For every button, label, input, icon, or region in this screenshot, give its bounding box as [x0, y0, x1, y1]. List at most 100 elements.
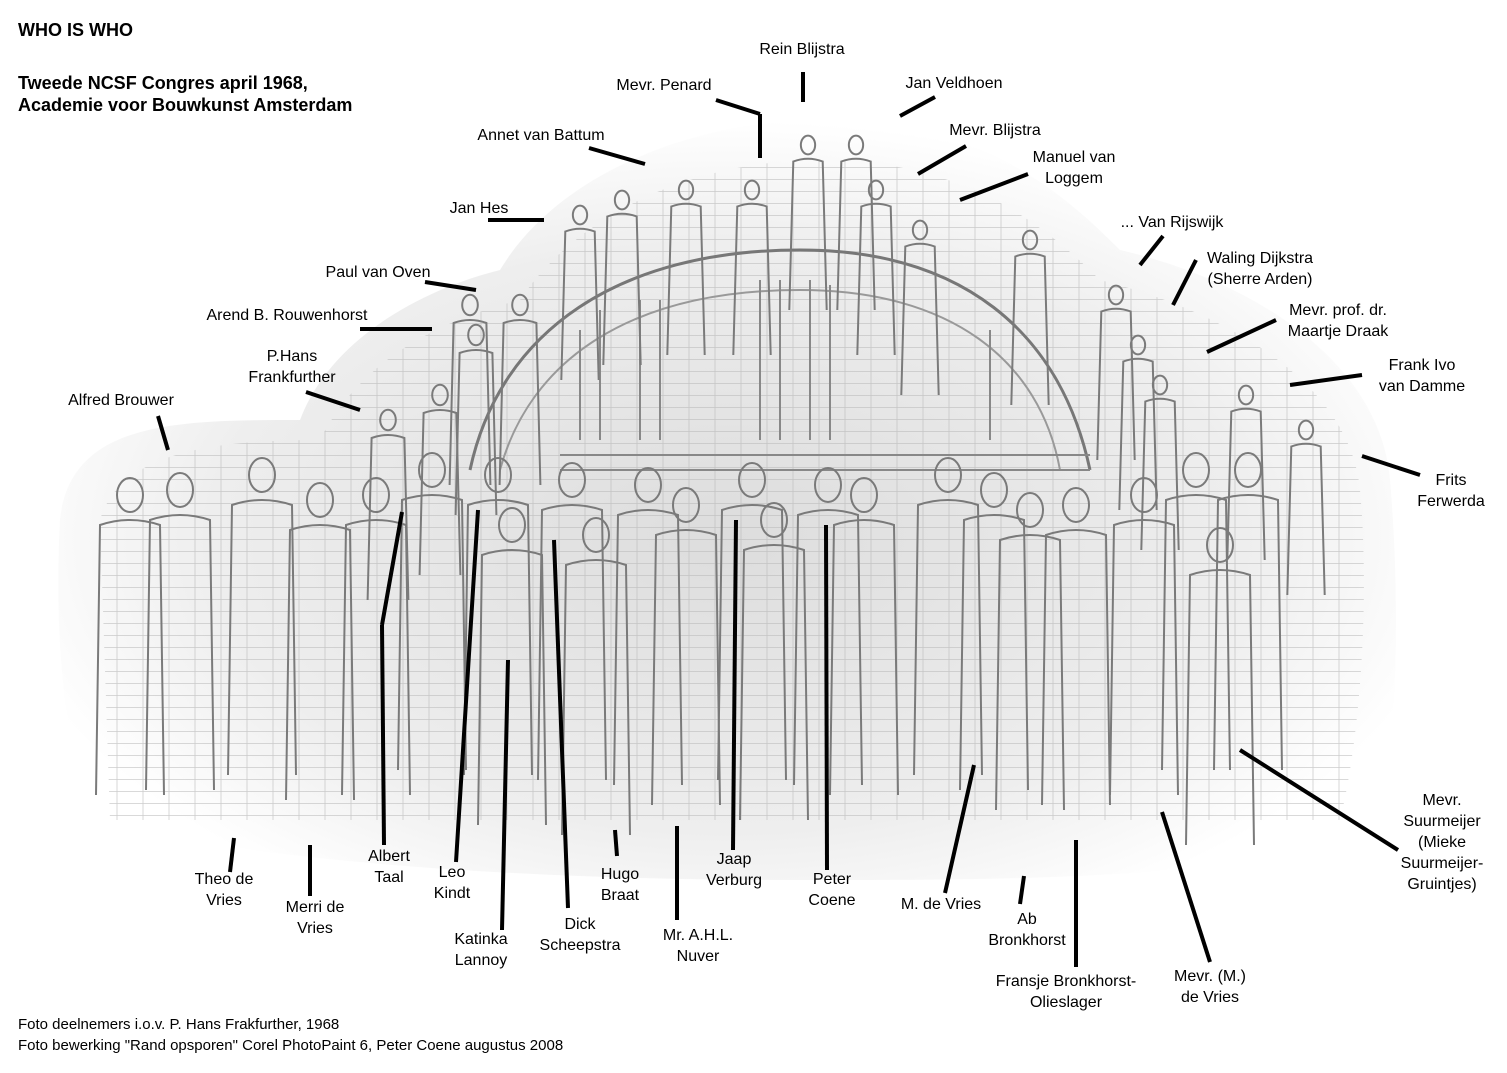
- subtitle-line: Tweede NCSF Congres april 1968,: [18, 73, 308, 93]
- building-arch: [468, 248, 1092, 471]
- label-katinka-lannoy: Katinka Lannoy: [454, 929, 507, 971]
- person-sketch: [448, 293, 492, 486]
- label-line: Coene: [808, 892, 856, 909]
- person-sketch: [366, 408, 410, 601]
- person-sketch: [788, 134, 828, 311]
- leader-line: [613, 829, 619, 857]
- label-ab-bronkhorst: Ab Bronkhorst: [988, 909, 1065, 951]
- person-sketch: [1226, 384, 1266, 561]
- leader-line: [916, 144, 968, 176]
- label-line: Frits: [1435, 472, 1467, 489]
- label-line: Braat: [600, 887, 640, 904]
- leader-line: [1160, 811, 1212, 963]
- label-maartje-draak: Mevr. prof. dr. Maartje Draak: [1288, 300, 1388, 342]
- label-mevr-blijstra: Mevr. Blijstra: [949, 120, 1041, 141]
- label-manuel-van-loggem: Manuel van Loggem: [1033, 147, 1116, 189]
- label-line: Mevr.: [1422, 792, 1462, 809]
- leader-line: [959, 172, 1029, 202]
- label-line: Scheepstra: [539, 937, 621, 954]
- label-van-rijswijk: ... Van Rijswijk: [1121, 212, 1224, 233]
- label-line: ... Van Rijswijk: [1120, 214, 1224, 231]
- label-ahl-nuver: Mr. A.H.L. Nuver: [663, 925, 733, 967]
- label-line: Mevr. Penard: [616, 77, 712, 94]
- label-line: Verburg: [705, 872, 763, 889]
- leader-line: [552, 539, 570, 909]
- label-mevr-m-de-vries: Mevr. (M.) de Vries: [1174, 966, 1246, 1008]
- label-line: Maartje Draak: [1287, 323, 1389, 340]
- leader-line: [824, 524, 829, 871]
- label-hugo-braat: Hugo Braat: [601, 864, 639, 906]
- leader-line: [715, 98, 761, 116]
- label-line: Hugo: [600, 866, 640, 883]
- person-sketch: [560, 204, 600, 381]
- label-line: Lannoy: [454, 952, 508, 969]
- label-line: Vries: [297, 920, 333, 937]
- person-sketch: [856, 179, 896, 356]
- label-waling-dijkstra: Waling Dijkstra (Sherre Arden): [1207, 248, 1313, 290]
- label-line: Leo: [438, 864, 466, 881]
- label-line: Frank Ivo: [1388, 357, 1456, 374]
- label-jan-veldhoen: Jan Veldhoen: [906, 73, 1003, 94]
- person-sketch: [793, 467, 863, 786]
- leader-line: [1289, 373, 1363, 387]
- person-sketch: [602, 189, 642, 366]
- leader-line: [1138, 234, 1165, 267]
- label-paul-van-oven: Paul van Oven: [326, 262, 431, 283]
- label-line: Katinka: [454, 931, 508, 948]
- person-sketch: [836, 134, 876, 311]
- leader-line: [454, 509, 480, 863]
- page-subtitle: Tweede NCSF Congres april 1968, Academie…: [18, 72, 352, 116]
- label-line: (Mieke: [1417, 834, 1466, 851]
- person-sketch: [397, 452, 467, 771]
- person-sketch: [1140, 374, 1180, 551]
- subtitle-line: Academie voor Bouwkunst Amsterdam: [18, 95, 353, 115]
- photo-credits: Foto deelnemers i.o.v. P. Hans Frakfurth…: [18, 1014, 563, 1056]
- person-sketch: [1010, 229, 1050, 406]
- label-leo-kindt: Leo Kindt: [434, 862, 470, 904]
- label-mevr-penard: Mevr. Penard: [616, 75, 711, 96]
- person-sketch: [717, 462, 787, 781]
- label-line: Taal: [374, 869, 404, 886]
- label-albert-taal: Albert Taal: [368, 846, 410, 888]
- label-line: Mevr. (M.): [1174, 968, 1246, 985]
- person-sketch: [995, 492, 1065, 811]
- label-mevr-suurmeijer: Mevr. Suurmeijer (Mieke Suurmeijer- Grui…: [1401, 790, 1484, 895]
- label-line: Rein Blijstra: [759, 41, 845, 58]
- person-sketch: [666, 179, 706, 356]
- label-line: Frankfurther: [248, 369, 336, 386]
- label-line: Olieslager: [1029, 994, 1103, 1011]
- leader-line: [380, 511, 404, 626]
- label-line: (Sherre Arden): [1207, 271, 1313, 288]
- person-sketch: [341, 477, 411, 796]
- label-line: Manuel van: [1032, 149, 1116, 166]
- label-line: Fransje Bronkhorst-: [995, 973, 1137, 990]
- leader-line: [156, 415, 170, 451]
- label-line: Arend B. Rouwenhorst: [206, 307, 368, 324]
- label-line: Merri de: [285, 899, 345, 916]
- leader-line: [899, 95, 936, 118]
- leader-line: [1361, 454, 1421, 477]
- label-line: Loggem: [1045, 170, 1103, 187]
- leader-line: [305, 390, 361, 412]
- person-sketch: [1286, 419, 1326, 596]
- person-sketch: [498, 293, 542, 486]
- person-sketch: [145, 472, 215, 791]
- label-dick-scheepstra: Dick Scheepstra: [540, 914, 621, 956]
- label-line: P.Hans: [266, 348, 318, 365]
- label-line: Jaap: [716, 851, 752, 868]
- label-merri-de-vries: Merri de Vries: [286, 897, 345, 939]
- label-hans-frankfurther: P.Hans Frankfurther: [248, 346, 335, 388]
- leader-line: [1206, 318, 1277, 354]
- label-line: Ferwerda: [1417, 493, 1485, 510]
- label-line: Mevr. prof. dr.: [1289, 302, 1387, 319]
- leader-line: [731, 519, 738, 851]
- person-sketch: [1161, 452, 1231, 771]
- person-sketch: [739, 502, 809, 821]
- label-line: M. de Vries: [900, 896, 982, 913]
- label-line: Kindt: [433, 885, 471, 902]
- label-jan-hes: Jan Hes: [450, 198, 509, 219]
- credit-line: Foto bewerking "Rand opsporen" Corel Pho…: [18, 1037, 564, 1054]
